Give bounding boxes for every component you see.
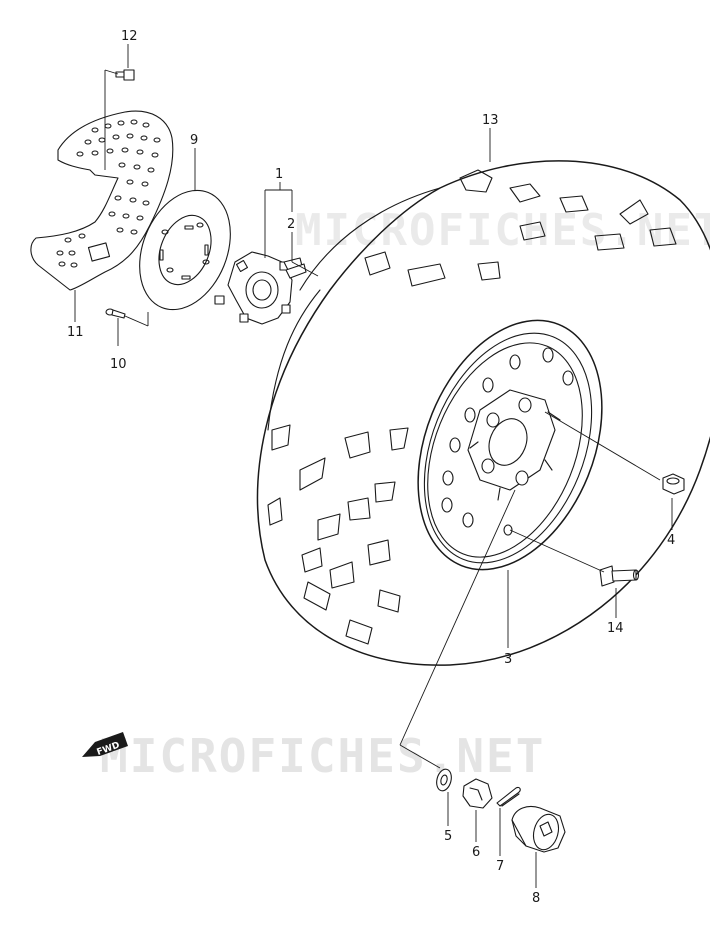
callout-14: 14 (607, 621, 624, 636)
bolt-10 (105, 308, 126, 319)
hub-cap (511, 805, 566, 853)
callout-1: 1 (275, 167, 283, 182)
callout-11: 11 (67, 325, 84, 340)
castle-nut (462, 778, 493, 809)
watermark-top: MICROFICHES.NET (295, 205, 710, 256)
callout-10: 10 (110, 357, 127, 372)
washer (436, 768, 452, 792)
tire (256, 160, 710, 666)
callout-12: 12 (121, 29, 138, 44)
callout-7: 7 (496, 859, 504, 874)
wheel-stud (599, 565, 640, 587)
callout-2: 2 (287, 217, 295, 232)
callout-4: 4 (667, 533, 675, 548)
leader-lines (74, 44, 673, 888)
lug-nut (662, 473, 685, 495)
callout-6: 6 (472, 845, 480, 860)
bolt-12 (115, 69, 135, 81)
callout-numbers: 12 9 1 2 11 10 13 4 14 3 5 6 7 8 (67, 29, 675, 906)
rim-holes (441, 347, 574, 536)
brake-disc (139, 189, 231, 311)
callout-3: 3 (504, 652, 512, 667)
tire-treads (267, 169, 677, 645)
callout-5: 5 (444, 829, 452, 844)
watermark-bottom: MICROFICHES.NET (100, 729, 545, 783)
wheel-hub (214, 251, 307, 325)
cotter-pin (496, 786, 521, 807)
callout-8: 8 (532, 891, 540, 906)
wheel-rim (417, 319, 603, 571)
callout-13: 13 (482, 113, 499, 128)
callout-9: 9 (190, 133, 198, 148)
